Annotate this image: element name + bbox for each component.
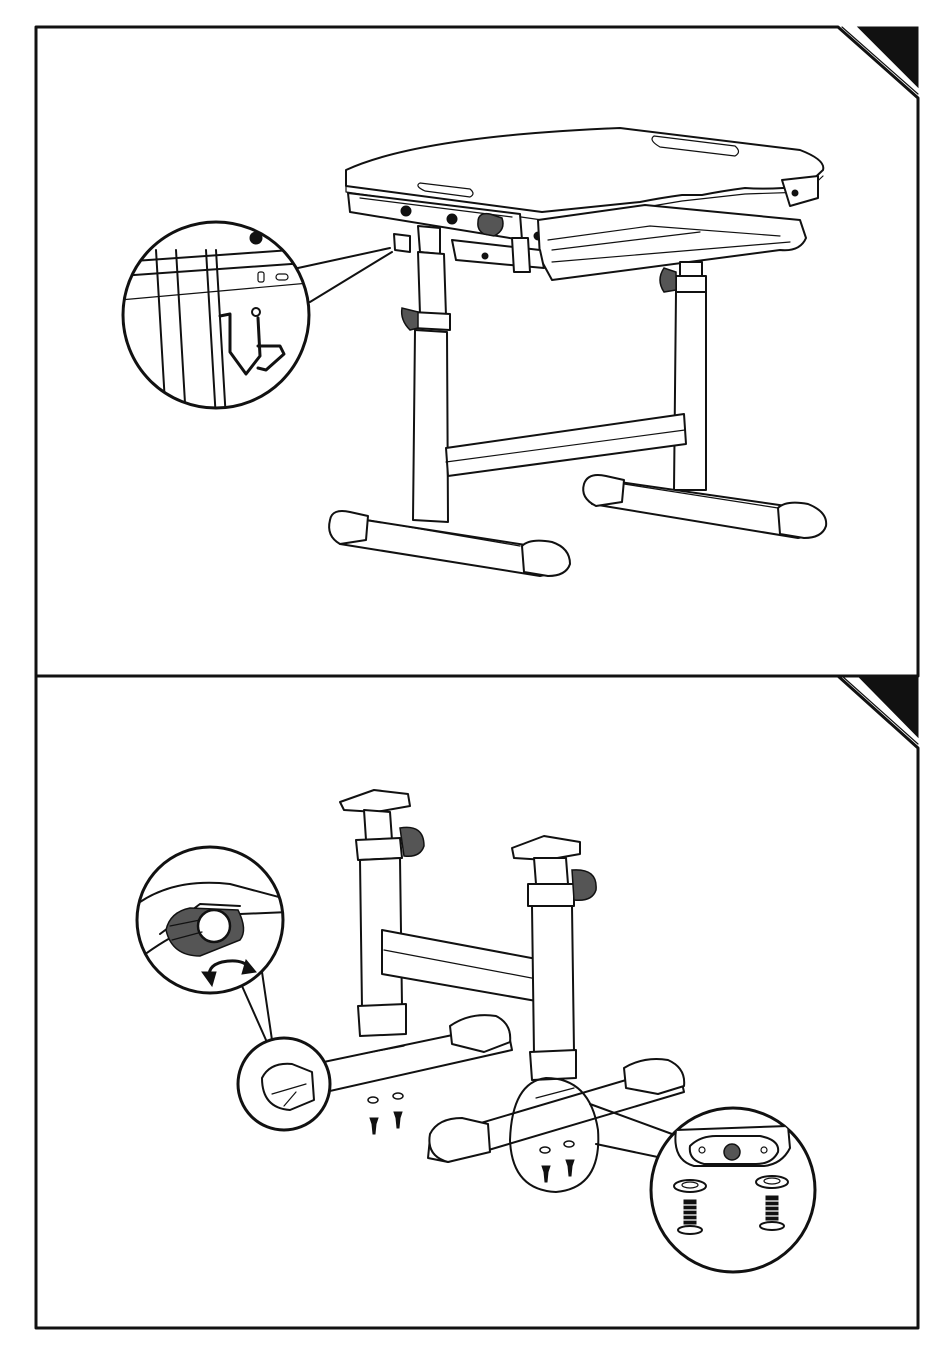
callout-leader bbox=[298, 248, 390, 268]
left-upper-tube bbox=[364, 810, 392, 840]
screw bbox=[566, 1160, 574, 1176]
screw bbox=[370, 1118, 378, 1134]
right-foot-cap-back bbox=[624, 1059, 684, 1094]
left-lower-tube bbox=[413, 330, 448, 522]
crossbar bbox=[382, 930, 542, 1002]
right-top-mount-plate bbox=[512, 836, 580, 860]
screw bbox=[542, 1166, 550, 1182]
clamp-block bbox=[512, 238, 530, 272]
leveling-foot-rotation-detail bbox=[137, 847, 290, 993]
washer bbox=[368, 1097, 378, 1103]
right-clamp-collar bbox=[528, 884, 574, 906]
side-bracket bbox=[782, 176, 818, 206]
screw bbox=[394, 1112, 402, 1128]
right-foot-cap-front bbox=[778, 503, 826, 538]
step-corner-tab-bottom bbox=[858, 676, 918, 737]
drawer bbox=[538, 205, 806, 280]
height-knob-front bbox=[478, 214, 503, 236]
foot-screw-assembly-detail bbox=[651, 1108, 815, 1272]
right-height-knob bbox=[660, 268, 676, 292]
desktop-board bbox=[346, 128, 823, 212]
leveling-foot-highlight bbox=[238, 1038, 330, 1130]
left-foot-cap-back bbox=[329, 511, 368, 544]
callout-leader bbox=[242, 986, 266, 1040]
frame-bolt bbox=[447, 214, 457, 224]
left-height-knob bbox=[400, 827, 424, 856]
clamp-block bbox=[418, 226, 440, 254]
step-corner-tab-top bbox=[858, 27, 918, 87]
washer bbox=[564, 1141, 574, 1147]
assembled-desk bbox=[329, 128, 826, 576]
right-upper-tube bbox=[534, 858, 568, 884]
left-top-mount-plate bbox=[340, 790, 410, 812]
right-lower-tube bbox=[532, 906, 574, 1054]
leveling-foot-knob bbox=[198, 910, 230, 942]
washer bbox=[540, 1147, 550, 1153]
right-lower-tube bbox=[674, 292, 706, 490]
crossbar bbox=[446, 414, 686, 476]
right-height-knob bbox=[572, 870, 596, 900]
left-clamp-collar bbox=[356, 838, 402, 860]
right-tube-base bbox=[530, 1050, 576, 1080]
left-foot-cap-front bbox=[522, 541, 570, 576]
right-clamp-collar bbox=[676, 276, 706, 292]
right-foot-cap-back bbox=[583, 475, 624, 506]
left-upper-tube bbox=[418, 252, 446, 316]
callout-leader bbox=[262, 972, 272, 1040]
washer bbox=[393, 1093, 403, 1099]
panel-top bbox=[36, 27, 918, 676]
bag-hook bbox=[394, 234, 410, 252]
left-foot-cap-front bbox=[262, 1064, 314, 1110]
frame-bolt bbox=[401, 206, 411, 216]
left-tube-base bbox=[358, 1004, 406, 1036]
hook-under-desktop-detail bbox=[120, 222, 392, 420]
callout-leader bbox=[310, 252, 392, 302]
right-foot-cap-front bbox=[429, 1118, 490, 1162]
left-height-knob bbox=[402, 308, 418, 330]
desk-frame bbox=[270, 790, 684, 1182]
panel-bottom bbox=[36, 676, 918, 1328]
